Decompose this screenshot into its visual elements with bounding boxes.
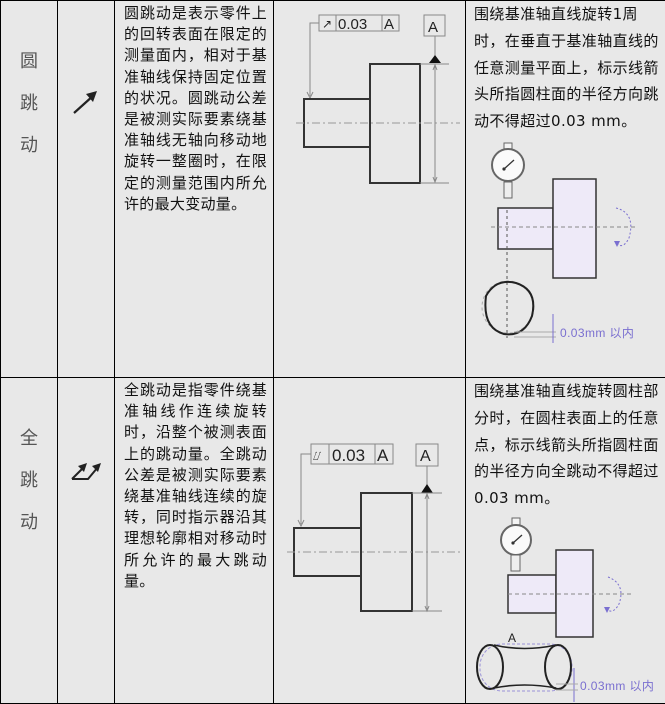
tolerance-name-cell: 全 跳 动 [1,378,58,704]
name-char: 圆 [1,41,57,83]
tolerance-value: 0.03 [338,16,367,33]
frame-symbol: ⌰ [313,449,321,463]
explanation-cell: 围绕基准轴直线旋转1周时，在垂直于基准轴直线的任意测量平面上，标示线箭头所指圆柱… [466,1,665,378]
table-row-circular-runout: 圆 跳 动 圆跳动是表示零件上的回转表面在限定的测量面内，相对于基准轴线保持固定… [1,1,665,378]
explanation-text: 围绕基准轴直线旋转圆柱部分时，在圆柱表面上的任意点，标示线箭头所指圆柱面的半径方… [474,378,659,512]
name-char: 跳 [1,460,57,502]
drawing-cell: ↗ 0.03 A A [274,1,466,378]
tolerance-note: 0.03mm 以内 [580,679,654,693]
frame-symbol: ↗ [322,17,332,31]
tolerance-name-cell: 圆 跳 动 [1,1,58,378]
drawing-cell: ⌰ 0.03 A A [274,378,466,704]
total-runout-drawing: ⌰ 0.03 A A [274,378,464,698]
tolerance-value: 0.03 [332,446,365,465]
dial-indicator-figure: 0.03mm 以内 [466,138,656,343]
explanation-text: 围绕基准轴直线旋转1周时，在垂直于基准轴直线的任意测量平面上，标示线箭头所指圆柱… [474,1,659,135]
total-runout-figure: A 0.03mm 以内 [466,512,656,702]
description-cell: 圆跳动是表示零件上的回转表面在限定的测量面内，相对于基准轴线保持固定位置的状况。… [115,1,274,378]
datum-ref: A [377,446,389,465]
datum-label: A [428,19,438,36]
name-char: 跳 [1,83,57,125]
circular-runout-arrow-icon [58,1,113,201]
explanation-cell: 围绕基准轴直线旋转圆柱部分时，在圆柱表面上的任意点，标示线箭头所指圆柱面的半径方… [466,378,665,704]
name-char: 全 [1,418,57,460]
total-runout-double-arrow-icon [58,378,113,578]
description-cell: 全跳动是指零件绕基准轴线作连续旋转时，沿整个被测表面上的跳动量。全跳动公差是被测… [115,378,274,704]
symbol-cell [58,378,115,704]
tolerance-note: 0.03mm 以内 [560,326,634,340]
name-char: 动 [1,125,57,167]
name-char: 动 [1,502,57,544]
surface-label: A [508,631,516,645]
table-row-total-runout: 全 跳 动 全跳动是指零件绕基准轴线作连续旋转时，沿整个被测表面上的跳动量。全跳… [1,378,665,704]
runout-drawing: ↗ 0.03 A A [274,1,464,201]
datum-label: A [420,448,431,465]
datum-ref: A [384,16,394,33]
symbol-cell [58,1,115,378]
